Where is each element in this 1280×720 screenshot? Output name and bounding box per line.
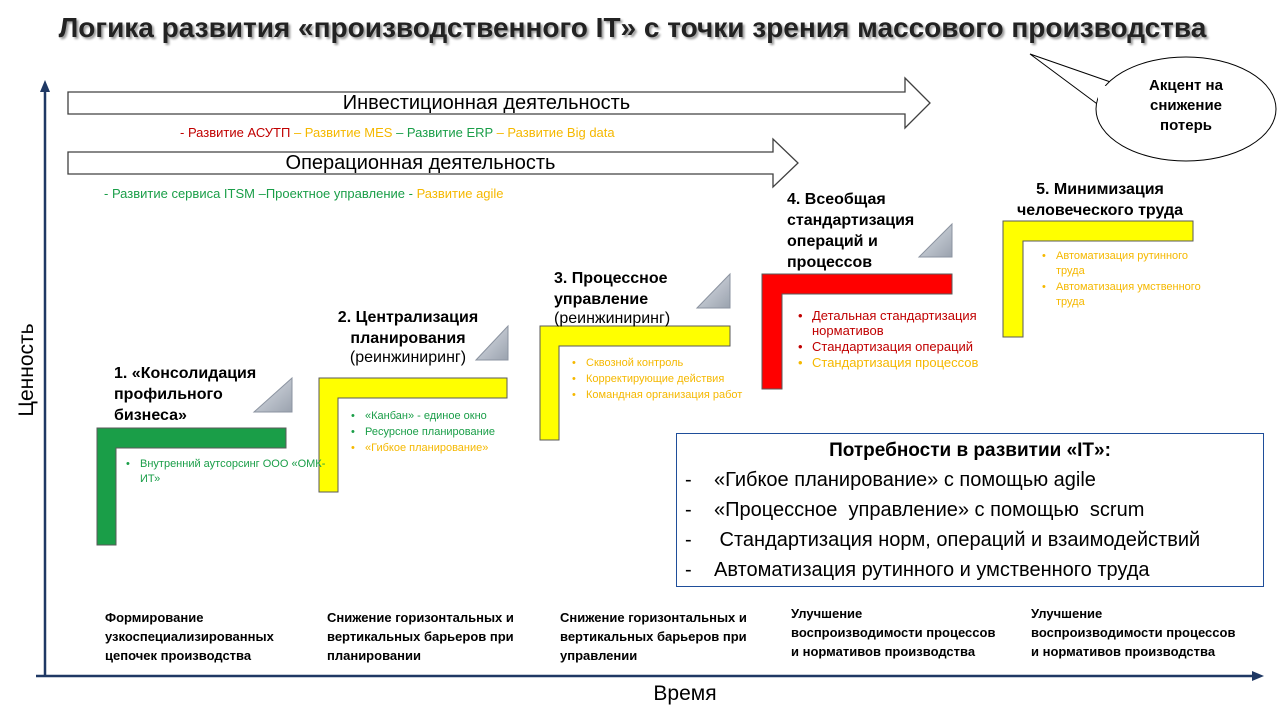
investment-item: - Развитие АСУТП	[180, 125, 294, 140]
stage4-bullet: Стандартизация операций	[798, 339, 1017, 354]
stage4-bullet: Стандартизация процессов	[798, 355, 1017, 370]
needs-text: «Гибкое планирование» с помощью agile	[714, 469, 1096, 491]
y-axis-label: Ценность	[15, 323, 38, 417]
operational-item: –Проектное управление	[258, 186, 409, 201]
investment-item: – Развитие MES	[293, 125, 397, 140]
stage4-step-shape	[761, 273, 953, 390]
stage3-subtitle: (реинжиниринг)	[554, 310, 671, 327]
operational-arrow	[67, 137, 799, 189]
operational-arrow-label: Операционная деятельность	[285, 152, 556, 174]
operational-items: - Развитие сервиса ITSM –Проектное управ…	[104, 186, 504, 201]
needs-box: Потребности в развитии «IT»: - «Гибкое п…	[676, 433, 1264, 587]
investment-item: – Развитие Big data	[496, 125, 615, 140]
stage5-title: 5. Минимизация человеческого труда	[1016, 181, 1184, 219]
callout-line: снижение	[1149, 97, 1223, 114]
stage3-bullets: Сквозной контроль Корректирующие действи…	[570, 356, 746, 404]
needs-item: - Автоматизация рутинного и умственного …	[677, 555, 1263, 585]
bottom-label-1: Формирование узкоспециализированных цепо…	[105, 610, 274, 663]
x-axis-label: Время	[653, 682, 717, 705]
stage1-title: 1. «Консолидация профильного бизнеса»	[114, 365, 257, 424]
stage3-bullet: Командная организация работ	[572, 388, 746, 403]
stage4-triangle-icon	[917, 222, 953, 258]
needs-text: Автоматизация рутинного и умственного тр…	[714, 559, 1150, 581]
stage1-triangle-icon	[252, 376, 293, 413]
stage5-bullet: Автоматизация рутинного труда	[1042, 249, 1206, 279]
stage3-bullet: Корректирующие действия	[572, 372, 746, 387]
needs-item: - Стандартизация норм, операций и взаимо…	[677, 525, 1263, 555]
operational-item: -	[408, 186, 417, 201]
stage3-title: 3. Процессное управление	[554, 270, 668, 308]
bottom-label-4: Улучшение воспроизводимости процессов и …	[791, 606, 996, 659]
investment-arrow	[67, 76, 931, 130]
investment-items: - Развитие АСУТП – Развитие MES – Развит…	[180, 125, 615, 140]
stage4-title: 4. Всеобщая стандартизация операций и пр…	[787, 191, 915, 271]
operational-item: Развитие agile	[416, 186, 504, 201]
needs-dash: -	[685, 469, 692, 491]
needs-title: Потребности в развитии «IT»:	[829, 440, 1111, 461]
needs-dash: -	[685, 499, 692, 521]
needs-item: - «Гибкое планирование» с помощью agile	[677, 465, 1263, 495]
stage3-step-shape	[539, 325, 731, 441]
stage2-step-shape	[318, 377, 508, 493]
stage3-triangle-icon	[695, 272, 731, 309]
needs-item: - «Процессное управление» с помощью scru…	[677, 495, 1263, 525]
needs-text: «Процессное управление» с помощью scrum	[714, 499, 1145, 521]
stage2-heading: 2. Централизация планирования (реинжинир…	[318, 307, 498, 367]
needs-text: Стандартизация норм, операций и взаимоде…	[714, 529, 1201, 551]
stage4-bullet: Детальная стандартизация нормативов	[798, 308, 1017, 338]
stage3-bullet: Сквозной контроль	[572, 356, 746, 371]
stage1-step-shape	[96, 427, 287, 546]
stage2-subtitle: (реинжиниринг)	[349, 349, 467, 366]
stage5-bullets: Автоматизация рутинного труда Автоматиза…	[1040, 249, 1206, 311]
needs-dash: -	[685, 529, 692, 551]
callout-line: потерь	[1160, 117, 1212, 134]
stage2-title: 2. Централизация планирования	[337, 309, 479, 347]
callout-line: Акцент на	[1149, 77, 1223, 94]
operational-item: - Развитие сервиса ITSM	[104, 186, 259, 201]
stage1-bullets: Внутренний аутсорсинг ООО «ОМК-ИТ»	[124, 457, 330, 488]
investment-arrow-label: Инвестиционная деятельность	[342, 92, 631, 114]
stage2-bullet: «Канбан» - единое окно	[351, 409, 545, 424]
bottom-label-3: Снижение горизонтальных и вертикальных б…	[560, 610, 747, 663]
investment-item: – Развитие ERP	[396, 125, 497, 140]
stage2-bullet: «Гибкое планирование»	[351, 441, 545, 456]
stage2-triangle-icon	[474, 324, 509, 361]
stage2-bullets: «Канбан» - единое окно Ресурсное планиро…	[349, 409, 545, 457]
stage4-bullets: Детальная стандартизация нормативов Стан…	[796, 308, 1017, 371]
stage2-bullet: Ресурсное планирование	[351, 425, 545, 440]
bottom-label-2: Снижение горизонтальных и вертикальных б…	[327, 610, 514, 663]
page-title: Логика развития «производственного IT» с…	[58, 12, 1207, 43]
callout-text: Акцент на снижение потерь	[1126, 76, 1246, 136]
stage5-bullet: Автоматизация умственного труда	[1042, 280, 1206, 310]
stage1-bullet: Внутренний аутсорсинг ООО «ОМК-ИТ»	[126, 457, 330, 487]
bottom-label-5: Улучшение воспроизводимости процессов и …	[1031, 606, 1236, 659]
stage3-heading: 3. Процессное управление (реинжиниринг)	[554, 268, 724, 328]
callout-ellipse	[1095, 56, 1277, 162]
needs-dash: -	[685, 559, 692, 581]
